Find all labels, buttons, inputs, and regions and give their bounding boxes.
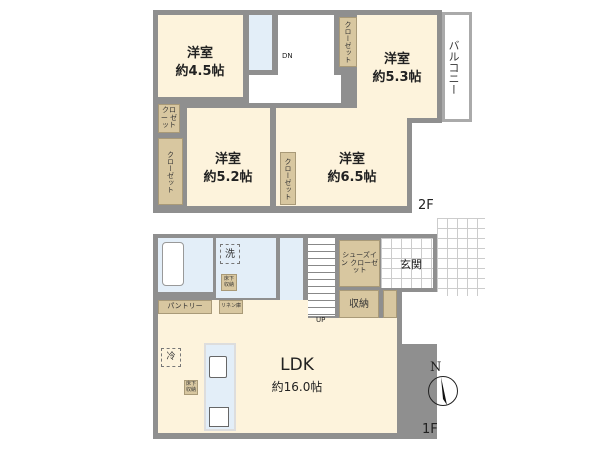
floor2-label: 2F	[418, 198, 434, 213]
ldk-size: 約16.0帖	[271, 380, 323, 394]
ldk-label: LDK	[280, 355, 314, 375]
compass-icon	[428, 376, 458, 406]
room-5-3-name: 洋室	[383, 52, 410, 67]
room-4-5-name: 洋室	[186, 46, 213, 61]
stairs-1f	[308, 238, 335, 316]
floor1-label: 1F	[422, 422, 438, 437]
room-5-2-size: 約5.2帖	[203, 170, 253, 185]
underfloor-storage-wash: 床下 収納	[221, 274, 237, 291]
stairs-dn: DN	[282, 52, 293, 60]
closet-6-5: クローゼット	[280, 152, 296, 205]
floor1-notch	[402, 292, 442, 344]
hallway-2f	[249, 75, 341, 103]
room-4-5	[158, 15, 243, 97]
pantry: パントリー	[158, 300, 212, 314]
balcony-label: バルコニー	[447, 39, 460, 95]
compass-n: N	[430, 360, 442, 375]
closet-5-3: クローゼット	[339, 17, 357, 67]
shoes-closet: シューズイン クローゼット	[339, 240, 380, 287]
room-5-2-name: 洋室	[214, 152, 241, 167]
floor2-wall	[407, 118, 412, 213]
room-5-3-size: 約5.3帖	[372, 70, 422, 85]
balcony: バルコニー	[442, 12, 472, 122]
room-4-5-size: 約4.5帖	[175, 64, 225, 79]
entrance-porch	[437, 218, 485, 296]
floor2-notch	[412, 123, 452, 218]
fridge-space: 冷	[161, 348, 181, 367]
toilet-2f	[249, 15, 272, 70]
room-5-3	[357, 15, 437, 118]
linen-storage: リネン庫	[219, 300, 243, 314]
closet-5-2: クローゼット	[158, 138, 183, 205]
closet-small: クロー ゼット	[158, 104, 180, 133]
stairs-2f	[278, 15, 334, 75]
entrance	[381, 238, 433, 288]
sink-icon	[209, 356, 227, 378]
entrance-label: 玄関	[400, 258, 422, 271]
room-6-5-size: 約6.5帖	[327, 170, 377, 185]
closet-entrance	[383, 290, 397, 318]
ldk	[158, 318, 397, 433]
toilet-1f	[280, 238, 303, 310]
room-6-5	[276, 108, 407, 206]
underfloor-storage-kitchen: 床下 収納	[184, 380, 198, 395]
room-5-2	[187, 108, 270, 206]
storage: 収納	[339, 290, 379, 318]
bathtub	[162, 242, 184, 286]
washer-space: 洗	[220, 244, 240, 264]
stove-icon	[209, 407, 229, 427]
stairs-up: UP	[316, 316, 326, 324]
room-6-5-name: 洋室	[338, 152, 365, 167]
